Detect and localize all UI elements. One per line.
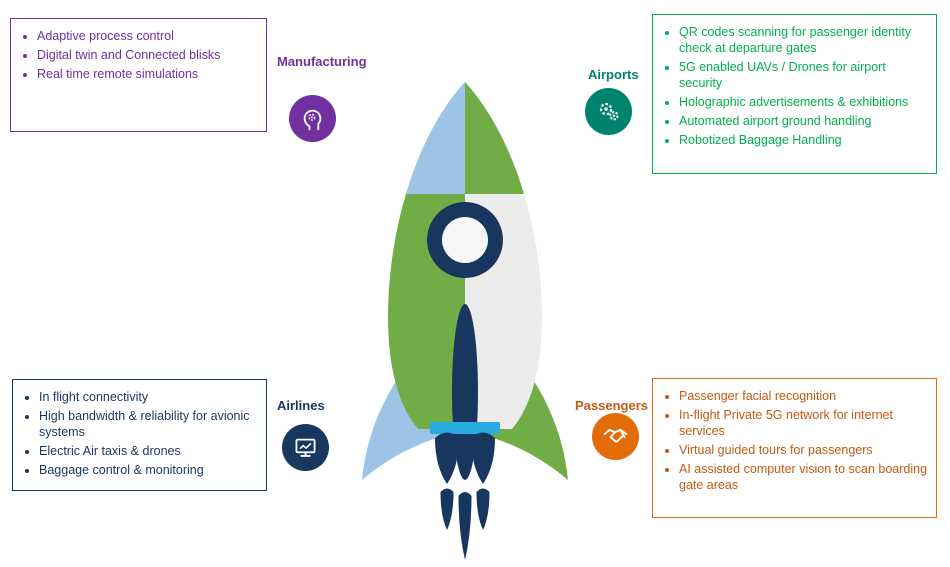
list-item: Holographic advertisements & exhibitions [679,94,930,110]
list-item: In-flight Private 5G network for interne… [679,407,930,439]
manufacturing-label: Manufacturing [277,54,367,69]
airports-list: QR codes scanning for passenger identity… [653,24,930,148]
list-item: QR codes scanning for passenger identity… [679,24,930,56]
rocket-flame [458,492,472,560]
airlines-list: In flight connectivity High bandwidth & … [13,389,260,478]
passengers-list: Passenger facial recognition In-flight P… [653,388,930,493]
airlines-label: Airlines [277,398,325,413]
list-item: High bandwidth & reliability for avionic… [39,408,260,440]
list-item: Electric Air taxis & drones [39,443,260,459]
rocket-window-glass [442,217,488,263]
airlines-box: In flight connectivity High bandwidth & … [12,379,267,491]
airlines-icon-badge [282,424,329,471]
handshake-icon [601,422,630,451]
manufacturing-box: Adaptive process control Digital twin an… [10,18,267,132]
airports-box: QR codes scanning for passenger identity… [652,14,937,174]
rocket-center-fin [452,304,478,480]
airports-label: Airports [588,67,639,82]
rocket-nozzle [471,432,495,484]
list-item: Baggage control & monitoring [39,462,260,478]
list-item: Adaptive process control [37,28,260,44]
monitor-icon [291,433,320,462]
gears-icon [594,97,623,126]
passengers-label: Passengers [575,398,648,413]
list-item: In flight connectivity [39,389,260,405]
rocket-base-band [430,422,500,434]
list-item: Virtual guided tours for passengers [679,442,930,458]
list-item: AI assisted computer vision to scan boar… [679,461,930,493]
list-item: Digital twin and Connected blisks [37,47,260,63]
passengers-icon-badge [592,413,639,460]
rocket-graphic [362,82,568,560]
manufacturing-list: Adaptive process control Digital twin an… [11,28,260,82]
rocket-nozzle [435,432,459,484]
passengers-box: Passenger facial recognition In-flight P… [652,378,937,518]
airports-icon-badge [585,88,632,135]
rocket-flame [440,488,454,530]
list-item: Passenger facial recognition [679,388,930,404]
list-item: Automated airport ground handling [679,113,930,129]
list-item: 5G enabled UAVs / Drones for airport sec… [679,59,930,91]
list-item: Robotized Baggage Handling [679,132,930,148]
manufacturing-icon-badge [289,95,336,142]
rocket-illustration [358,82,572,564]
list-item: Real time remote simulations [37,66,260,82]
rocket-flame [476,488,490,530]
ai-head-icon [298,104,327,133]
